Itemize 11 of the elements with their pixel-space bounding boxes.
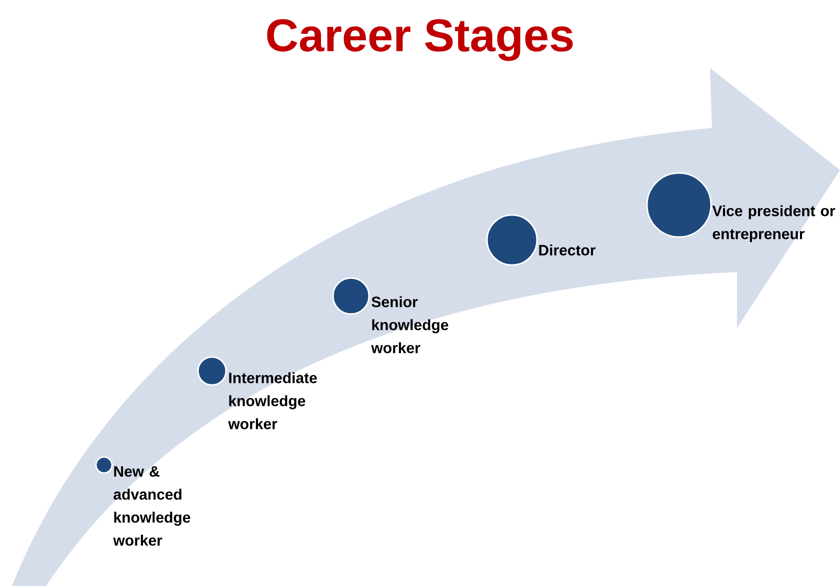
stage-label: Intermediate knowledge worker [228,372,317,430]
stage-label: New & advanced knowledge worker [113,466,190,546]
title: Career Stages [267,19,573,61]
stage-label: Director [539,244,596,256]
stage-dot [332,277,370,315]
stage-dot [197,356,227,386]
stage-label: Senior knowledge worker [371,296,448,354]
stage-dot [486,214,538,266]
stage-dot [95,456,113,474]
stage-label: Vice president or entrepreneur [712,205,836,242]
stage-dot [646,172,712,238]
